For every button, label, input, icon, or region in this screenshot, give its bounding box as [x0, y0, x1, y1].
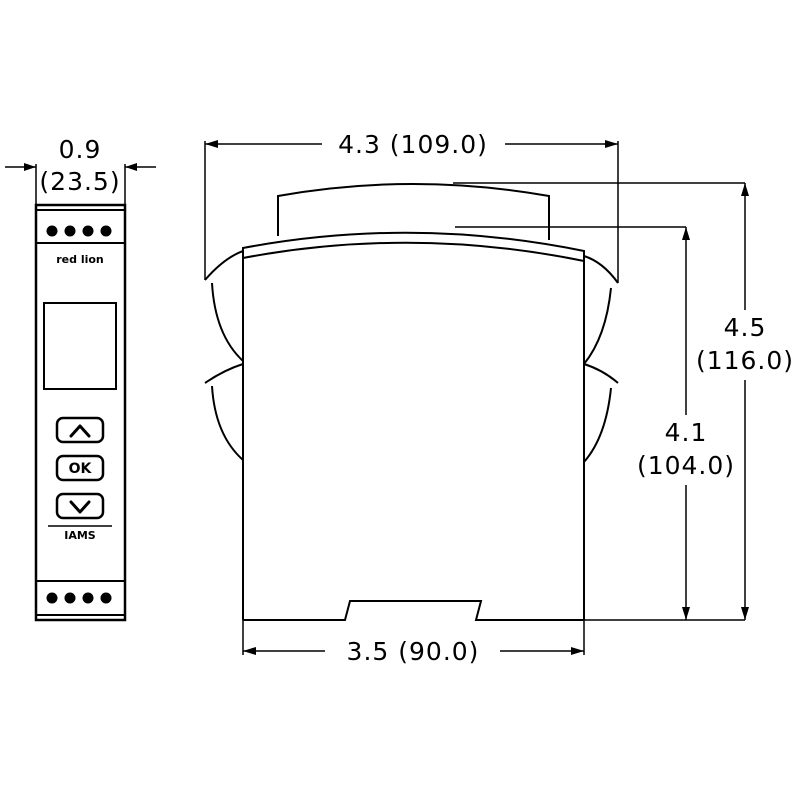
- overall-height-mm-label: (116.0): [696, 346, 794, 375]
- ok-button[interactable]: OK: [55, 454, 105, 482]
- front-width-mm-label: (23.5): [39, 167, 120, 196]
- left-clips: [204, 250, 244, 461]
- overall-width-label: 4.3 (109.0): [338, 130, 488, 159]
- terminal-screw: [82, 225, 94, 237]
- terminal-screw: [46, 225, 58, 237]
- base-width-dimension: 3.5 (90.0): [242, 620, 585, 666]
- body-height-inch-label: 4.1: [665, 418, 708, 447]
- body-height-dimension: 4.1 (104.0): [637, 227, 735, 620]
- front-width-inch-label: 0.9: [59, 135, 102, 164]
- overall-height-inch-label: 4.5: [724, 313, 767, 342]
- terminal-screw: [46, 592, 58, 604]
- front-housing: [34, 203, 127, 622]
- terminal-screw: [64, 592, 76, 604]
- terminal-screw: [82, 592, 94, 604]
- ok-button-label: OK: [69, 461, 93, 477]
- side-view: 4.3 (109.0): [204, 130, 794, 666]
- right-clips: [583, 255, 619, 463]
- base-width-label: 3.5 (90.0): [347, 637, 480, 666]
- front-view: 0.9 (23.5) red lion OK IA: [5, 135, 156, 622]
- overall-height-dimension: 4.5 (116.0): [686, 183, 794, 621]
- chevron-up-icon: [69, 424, 91, 438]
- terminal-screw: [100, 225, 112, 237]
- top-cover: [277, 182, 745, 240]
- brand-logo-text: red lion: [56, 253, 104, 266]
- overall-width-dimension: 4.3 (109.0): [204, 130, 619, 283]
- chevron-down-icon: [69, 500, 91, 514]
- terminal-screw: [100, 592, 112, 604]
- bottom-terminal-block: [36, 580, 125, 616]
- model-label: IAMS: [64, 529, 96, 542]
- up-button[interactable]: [55, 416, 105, 444]
- display-window: [43, 302, 117, 390]
- terminal-screw: [64, 225, 76, 237]
- down-button[interactable]: [55, 492, 105, 520]
- body-height-mm-label: (104.0): [637, 451, 735, 480]
- top-terminal-block: [36, 209, 125, 244]
- front-width-dimension: 0.9 (23.5): [5, 135, 156, 205]
- main-body: [242, 226, 686, 621]
